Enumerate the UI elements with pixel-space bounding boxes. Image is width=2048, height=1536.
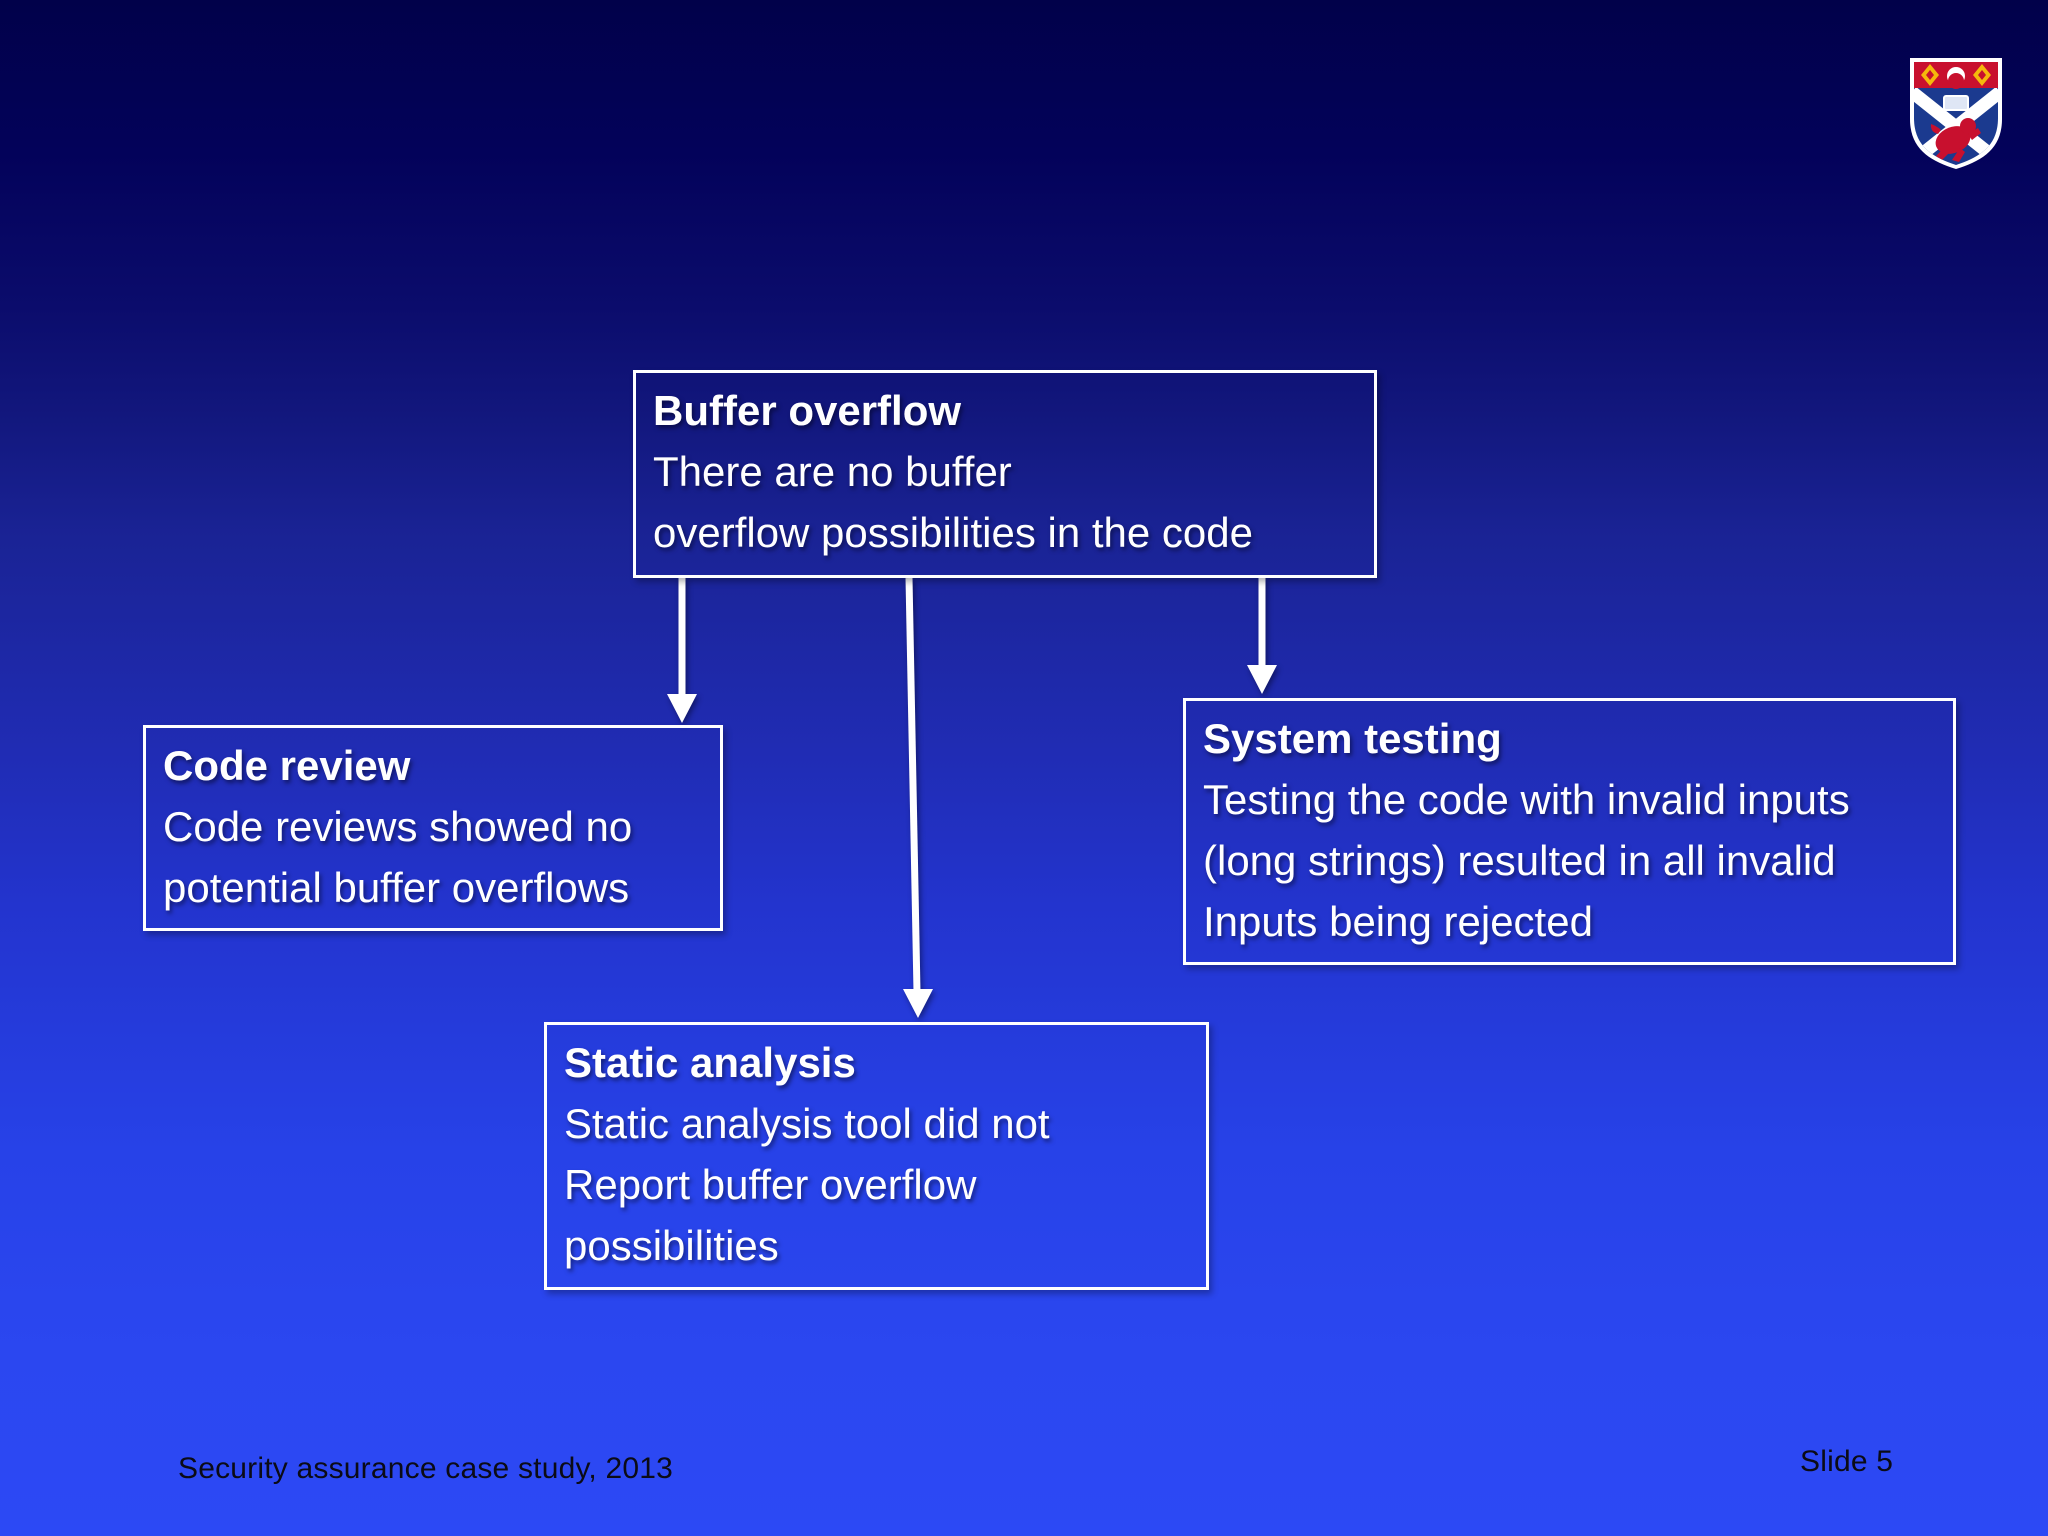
mascle-right-void [1978, 70, 1986, 80]
node-text-line: Inputs being rejected [1203, 898, 1593, 945]
node-title: Buffer overflow [653, 387, 962, 434]
node-text-line: Report buffer overflow [564, 1161, 977, 1208]
node-text-line: Code reviews showed no [163, 803, 633, 850]
node-code-review: Code review Code reviews showed no poten… [143, 725, 723, 931]
arrow-to-system-testing [1247, 578, 1277, 694]
node-text-line: Static analysis tool did not [564, 1100, 1050, 1147]
node-text-line: There are no buffer [653, 448, 1012, 495]
footer-caption: Security assurance case study, 2013 [178, 1452, 674, 1485]
university-crest-icon [1910, 58, 2002, 169]
node-text-line: Testing the code with invalid inputs [1203, 776, 1850, 823]
node-title: Static analysis [564, 1039, 856, 1086]
arrow-to-static-analysis [903, 577, 933, 1018]
node-buffer-overflow: Buffer overflow There are no buffer over… [633, 370, 1377, 578]
lion-rampant [1930, 118, 1981, 162]
node-static-analysis: Static analysis Static analysis tool did… [544, 1022, 1209, 1290]
crescent-void [1948, 73, 1964, 89]
mascle-left-void [1926, 70, 1934, 80]
node-text-line: (long strings) resulted in all invalid [1203, 837, 1836, 884]
node-title: Code review [163, 742, 411, 789]
node-text-line: potential buffer overflows [163, 864, 630, 911]
node-text-line: overflow possibilities in the code [653, 509, 1253, 556]
slide-number: Slide 5 [1800, 1445, 1894, 1478]
node-system-testing: System testing Testing the code with inv… [1183, 698, 1956, 965]
node-text-line: possibilities [564, 1222, 779, 1269]
open-book [1943, 95, 1969, 111]
arrow-to-code-review [667, 578, 697, 723]
node-title: System testing [1203, 715, 1502, 762]
